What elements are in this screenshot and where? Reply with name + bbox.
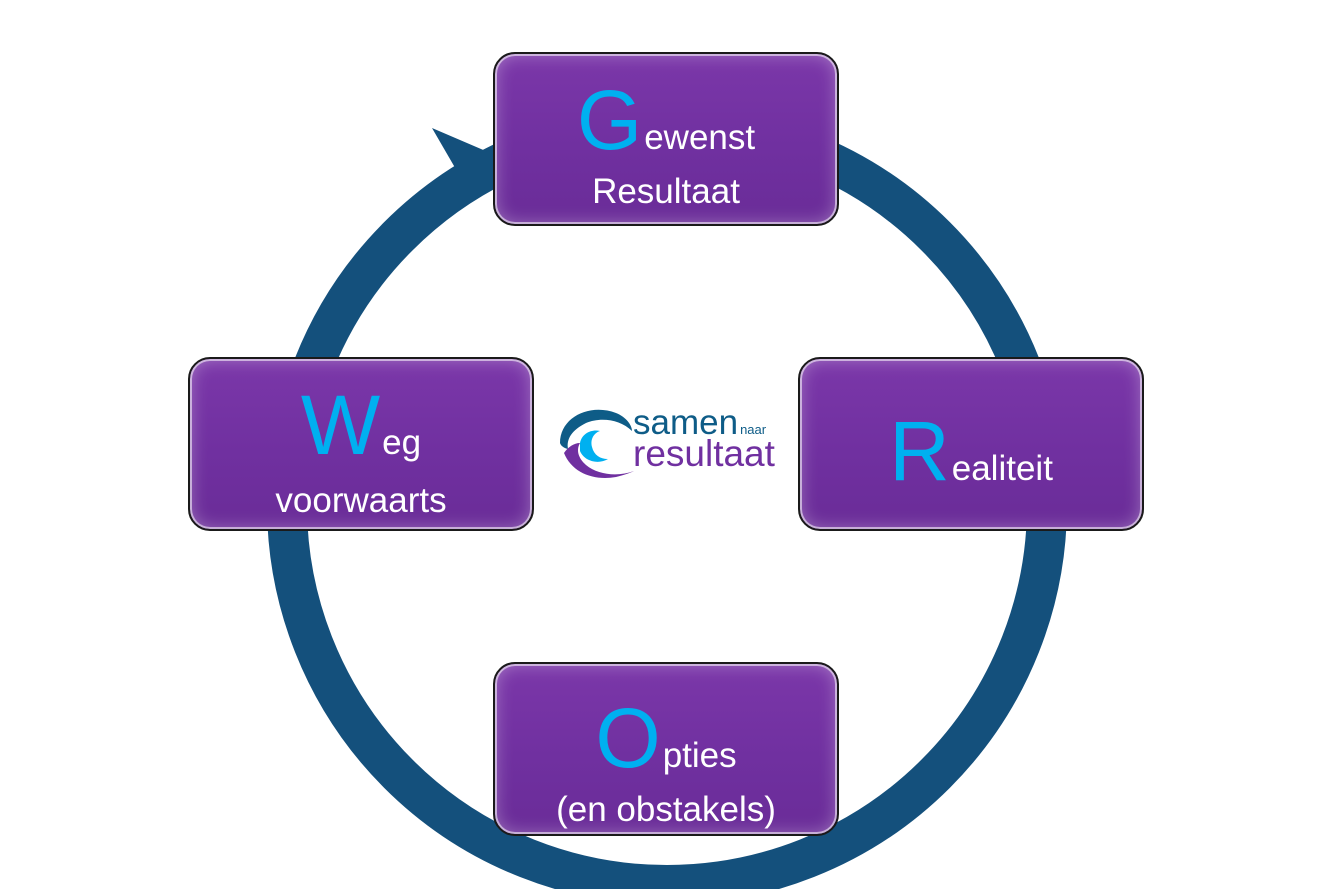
step-label-line2: Resultaat xyxy=(592,172,740,211)
step-gewenst-resultaat: Gewenst Resultaat xyxy=(493,52,839,226)
step-opties: Opties (en obstakels) xyxy=(493,662,839,836)
cycle-arrowhead xyxy=(432,128,488,197)
step-initial: O xyxy=(595,691,661,785)
step-label-line2: (en obstakels) xyxy=(556,790,776,829)
step-initial: W xyxy=(300,378,381,472)
step-label-rest: ealiteit xyxy=(951,449,1053,488)
step-label-rest: ewenst xyxy=(644,118,756,157)
logo-word-samen: samen xyxy=(633,403,739,442)
logo-word-resultaat: resultaat xyxy=(633,433,775,474)
logo-swirl-icon xyxy=(560,409,634,478)
logo-word-naar: naar xyxy=(740,422,767,437)
step-realiteit: Realiteit xyxy=(798,357,1144,531)
step-weg-voorwaarts: Weg voorwaarts xyxy=(188,357,534,531)
step-label-rest: eg xyxy=(382,423,422,462)
step-initial: R xyxy=(889,404,950,498)
step-label-line2: voorwaarts xyxy=(275,481,447,520)
step-initial: G xyxy=(576,73,643,167)
step-label-rest: pties xyxy=(662,736,737,775)
